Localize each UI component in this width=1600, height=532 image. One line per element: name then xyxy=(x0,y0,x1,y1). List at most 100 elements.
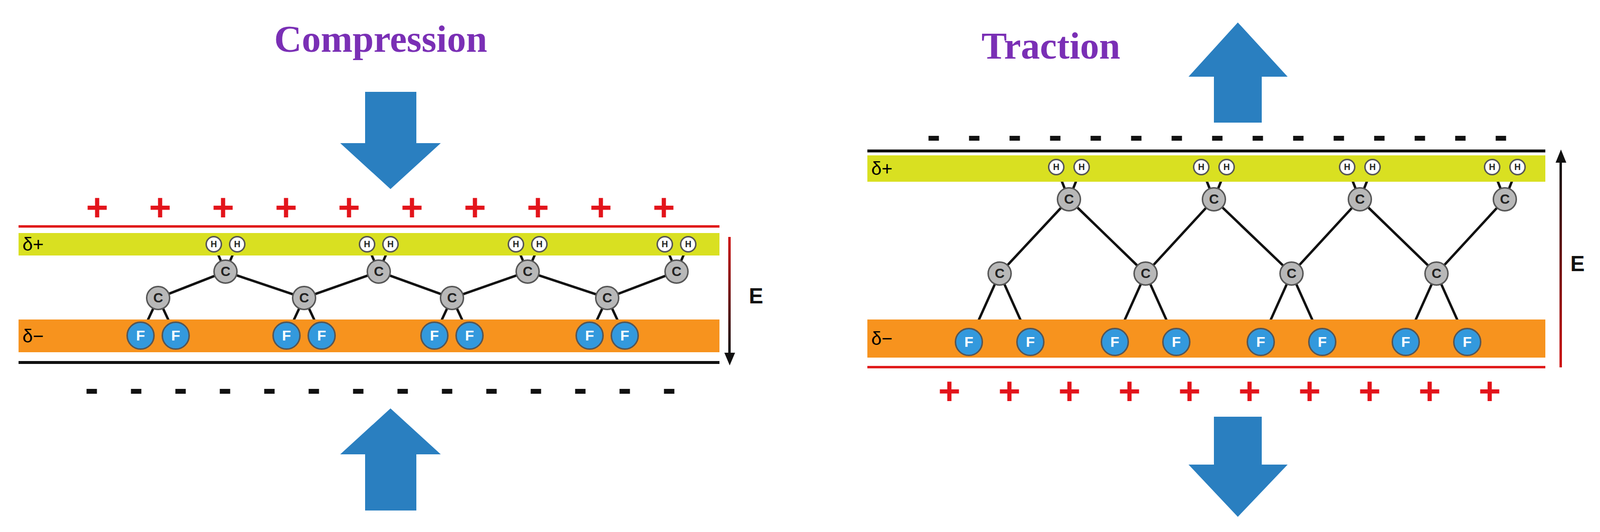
positive-charge: + xyxy=(337,187,361,226)
atom-symbol: F xyxy=(1256,334,1266,349)
field-arrow xyxy=(1555,149,1567,163)
atom-symbol: F xyxy=(465,328,474,343)
atom-symbol: F xyxy=(1171,334,1181,349)
chemical-bond xyxy=(539,275,596,294)
atom-symbol: H xyxy=(1198,162,1205,172)
carbon-atom: C xyxy=(1347,186,1373,212)
negative-charge: - xyxy=(926,114,941,156)
force-arrow xyxy=(1188,22,1288,123)
positive-charge: + xyxy=(148,187,172,226)
negative-charge: - xyxy=(1210,114,1225,156)
hydrogen-atom: H xyxy=(1338,158,1356,176)
carbon-atom: C xyxy=(515,259,540,284)
negative-charge: - xyxy=(351,367,366,409)
force-arrow xyxy=(1188,416,1288,517)
hydrogen-atom: H xyxy=(205,235,223,253)
negative-charge: - xyxy=(1251,114,1265,156)
negative-charge: - xyxy=(967,114,982,156)
hydrogen-atom: H xyxy=(1364,158,1381,176)
negative-charge: - xyxy=(218,367,232,409)
negative-charge: - xyxy=(1372,114,1387,156)
fluorine-atom: F xyxy=(126,321,155,350)
atom-symbol: H xyxy=(387,239,394,249)
negative-charge: - xyxy=(173,367,188,409)
carbon-atom: C xyxy=(213,259,238,284)
negative-charge: - xyxy=(1291,114,1306,156)
atom-symbol: C xyxy=(522,264,533,279)
hydrogen-atom: H xyxy=(1047,158,1065,176)
carbon-atom: C xyxy=(1279,261,1304,286)
chemical-bond xyxy=(169,275,214,294)
atom-symbol: F xyxy=(1025,334,1035,349)
atom-symbol: F xyxy=(1110,334,1120,349)
field-label: E xyxy=(1570,252,1585,275)
atom-symbol: F xyxy=(171,328,181,343)
electrode-line xyxy=(18,360,720,364)
atom-symbol: H xyxy=(1344,162,1351,172)
band-label: δ− xyxy=(871,328,893,348)
positive-charge: + xyxy=(938,371,961,410)
fluorine-atom: F xyxy=(1453,327,1482,356)
atom-symbol: C xyxy=(1499,192,1510,206)
positive-charge: + xyxy=(211,187,235,226)
fluorine-atom: F xyxy=(1391,327,1420,356)
chemical-bond xyxy=(1222,207,1283,265)
atom-symbol: H xyxy=(661,239,669,249)
negative-band: δ−FFFFFFFF xyxy=(18,319,720,352)
negative-charge: - xyxy=(1048,114,1063,156)
positive-charge: + xyxy=(1238,371,1261,410)
negative-charge: - xyxy=(307,367,321,409)
hydrogen-atom: H xyxy=(1192,158,1210,176)
panel-title: Traction xyxy=(981,26,1121,65)
negative-charge: - xyxy=(440,367,454,409)
hydrogen-atom: H xyxy=(679,235,697,253)
atom-symbol: C xyxy=(994,266,1005,281)
force-arrow xyxy=(340,408,441,511)
positive-charge: + xyxy=(274,187,298,226)
atom-symbol: C xyxy=(220,264,231,279)
atom-symbol: H xyxy=(1078,162,1086,172)
atom-symbol: H xyxy=(364,239,371,249)
atom-symbol: C xyxy=(1354,192,1365,206)
atom-symbol: F xyxy=(1462,334,1472,349)
positive-charge: + xyxy=(526,187,550,226)
chemical-bond xyxy=(390,275,441,294)
field-arrow xyxy=(724,352,736,366)
atom-symbol: F xyxy=(585,328,595,343)
carbon-atom: C xyxy=(291,285,317,310)
negative-charge: - xyxy=(395,367,410,409)
atom-symbol: H xyxy=(512,239,520,249)
carbon-atom: C xyxy=(366,259,391,284)
atom-symbol: C xyxy=(373,264,384,279)
atom-symbol: F xyxy=(136,328,145,343)
atom-symbol: C xyxy=(1140,266,1151,281)
electrode-line xyxy=(18,225,720,228)
atom-symbol: H xyxy=(1223,162,1231,172)
carbon-atom: C xyxy=(594,285,620,310)
negative-charge: - xyxy=(1494,114,1508,156)
hydrogen-atom: H xyxy=(507,235,525,253)
negative-charge: - xyxy=(1169,114,1184,156)
carbon-atom: C xyxy=(1133,261,1158,286)
field-label: E xyxy=(748,285,763,307)
chemical-bond xyxy=(1444,207,1497,265)
negative-charge: - xyxy=(262,367,277,409)
hydrogen-atom: H xyxy=(1073,158,1090,176)
negative-charge: - xyxy=(1007,114,1022,156)
field-arrow xyxy=(728,236,731,354)
fluorine-atom: F xyxy=(1100,327,1129,356)
positive-charge: + xyxy=(1358,371,1381,410)
hydrogen-atom: H xyxy=(1509,158,1526,176)
positive-charge: + xyxy=(1118,371,1141,410)
negative-charge: - xyxy=(617,367,632,409)
atom-symbol: F xyxy=(430,328,439,343)
hydrogen-atom: H xyxy=(656,235,674,253)
force-arrow xyxy=(340,91,441,189)
chemical-bond xyxy=(618,275,665,294)
positive-charge: + xyxy=(998,371,1021,410)
chemical-bond xyxy=(237,275,293,294)
band-label: δ+ xyxy=(22,234,44,254)
atom-symbol: H xyxy=(234,239,241,249)
negative-charge: - xyxy=(529,367,543,409)
